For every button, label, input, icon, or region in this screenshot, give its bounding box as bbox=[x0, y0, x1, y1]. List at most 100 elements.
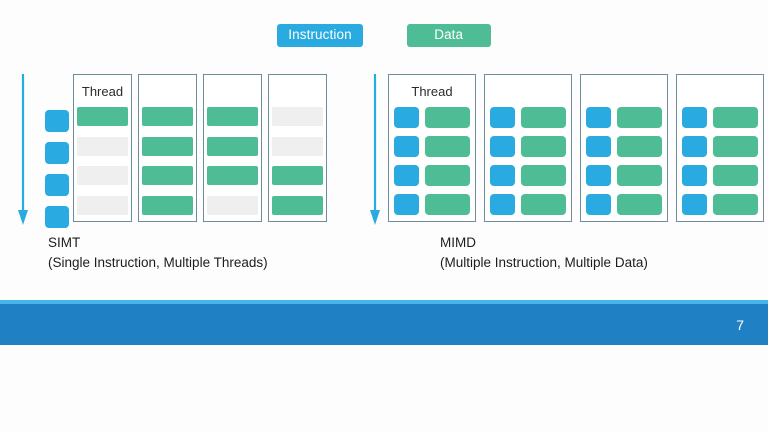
data-block bbox=[425, 136, 470, 157]
data-cell bbox=[142, 136, 193, 156]
mimd-subtitle: (Multiple Instruction, Multiple Data) bbox=[440, 254, 648, 270]
instruction-block bbox=[394, 107, 419, 128]
mimd-thread-column bbox=[676, 74, 764, 222]
instruction-block bbox=[490, 136, 515, 157]
mimd-row bbox=[677, 194, 763, 215]
idle-cell bbox=[77, 195, 128, 215]
mimd-row bbox=[581, 165, 667, 186]
simt-caption: SIMT (Single Instruction, Multiple Threa… bbox=[48, 233, 268, 272]
idle-cell bbox=[207, 195, 258, 215]
mimd-row bbox=[389, 194, 475, 215]
idle-cell bbox=[77, 136, 128, 156]
instruction-block bbox=[490, 165, 515, 186]
data-block bbox=[521, 165, 566, 186]
legend-chip-data: Data bbox=[406, 24, 491, 47]
instruction-block bbox=[490, 107, 515, 128]
instruction-block bbox=[682, 165, 707, 186]
data-cell bbox=[207, 107, 258, 126]
idle-cell bbox=[77, 166, 128, 186]
mimd-row bbox=[581, 107, 667, 128]
mimd-row bbox=[389, 165, 475, 186]
mimd-row bbox=[677, 165, 763, 186]
thread-label bbox=[581, 75, 667, 107]
thread-label: Thread bbox=[74, 75, 131, 107]
instruction-block bbox=[394, 194, 419, 215]
data-cell bbox=[272, 166, 323, 186]
mimd-thread-column bbox=[484, 74, 572, 222]
data-block bbox=[425, 194, 470, 215]
simt-title: SIMT bbox=[48, 235, 81, 250]
instruction-block bbox=[45, 174, 69, 196]
data-block bbox=[713, 194, 758, 215]
data-block bbox=[617, 107, 662, 128]
slide-footer-bar: 7 bbox=[0, 300, 768, 345]
data-cell bbox=[77, 107, 128, 126]
data-cell bbox=[207, 166, 258, 186]
data-block bbox=[521, 107, 566, 128]
simt-thread-column bbox=[138, 74, 197, 222]
instruction-block bbox=[586, 165, 611, 186]
instruction-block bbox=[394, 136, 419, 157]
mimd-row bbox=[485, 107, 571, 128]
simt-thread-column bbox=[268, 74, 327, 222]
data-block bbox=[617, 165, 662, 186]
mimd-row bbox=[485, 194, 571, 215]
mimd-row bbox=[581, 136, 667, 157]
mimd-thread-column: Thread bbox=[388, 74, 476, 222]
mimd-row bbox=[389, 136, 475, 157]
mimd-row bbox=[677, 107, 763, 128]
mimd-caption: MIMD (Multiple Instruction, Multiple Dat… bbox=[440, 233, 648, 272]
thread-label bbox=[139, 75, 196, 107]
data-cell bbox=[142, 166, 193, 186]
mimd-thread-column bbox=[580, 74, 668, 222]
mimd-thread-columns: Thread bbox=[388, 74, 764, 222]
simt-shared-instruction-column bbox=[45, 110, 69, 228]
simt-thread-column: Thread bbox=[73, 74, 132, 222]
thread-label bbox=[485, 75, 571, 107]
data-block bbox=[713, 136, 758, 157]
thread-label: Thread bbox=[389, 75, 475, 107]
data-block bbox=[713, 165, 758, 186]
data-block bbox=[521, 194, 566, 215]
simt-thread-column bbox=[203, 74, 262, 222]
data-cell bbox=[207, 136, 258, 156]
instruction-block bbox=[45, 142, 69, 164]
mimd-row bbox=[677, 136, 763, 157]
instruction-block bbox=[682, 194, 707, 215]
instruction-block bbox=[394, 165, 419, 186]
instruction-block bbox=[682, 136, 707, 157]
data-block bbox=[425, 165, 470, 186]
data-cell bbox=[272, 195, 323, 215]
data-block bbox=[617, 136, 662, 157]
data-block bbox=[425, 107, 470, 128]
page-number: 7 bbox=[736, 317, 744, 333]
thread-label bbox=[269, 75, 326, 107]
thread-label bbox=[204, 75, 261, 107]
down-arrow-icon bbox=[18, 74, 28, 225]
data-cell bbox=[142, 107, 193, 126]
legend-chip-instruction: Instruction bbox=[277, 24, 363, 47]
simt-subtitle: (Single Instruction, Multiple Threads) bbox=[48, 254, 268, 270]
instruction-block bbox=[490, 194, 515, 215]
legend: Instruction Data bbox=[0, 24, 768, 47]
mimd-row bbox=[485, 165, 571, 186]
thread-label bbox=[677, 75, 763, 107]
data-block bbox=[713, 107, 758, 128]
simt-thread-columns: Thread bbox=[73, 74, 327, 222]
mimd-row bbox=[581, 194, 667, 215]
idle-cell bbox=[272, 136, 323, 156]
down-arrow-icon bbox=[370, 74, 380, 225]
instruction-block bbox=[682, 107, 707, 128]
instruction-block bbox=[586, 136, 611, 157]
instruction-block bbox=[45, 206, 69, 228]
data-block bbox=[521, 136, 566, 157]
instruction-block bbox=[586, 107, 611, 128]
data-block bbox=[617, 194, 662, 215]
instruction-block bbox=[45, 110, 69, 132]
data-cell bbox=[142, 195, 193, 215]
mimd-title: MIMD bbox=[440, 235, 476, 250]
idle-cell bbox=[272, 107, 323, 126]
mimd-row bbox=[485, 136, 571, 157]
instruction-block bbox=[586, 194, 611, 215]
